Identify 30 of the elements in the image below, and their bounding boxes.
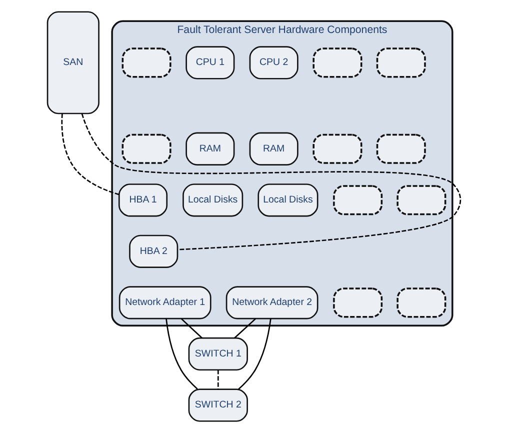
node-box (332, 185, 382, 216)
node-box (121, 48, 171, 78)
node-box (396, 185, 446, 216)
node-box (332, 288, 382, 318)
node-box (312, 48, 362, 78)
node-box: SWITCH 2 (188, 388, 248, 422)
connector (234, 318, 256, 339)
node-box: SAN (46, 11, 99, 114)
node-box: CPU 2 (248, 46, 298, 80)
node-box: RAM (248, 132, 298, 166)
node-box: HBA 2 (128, 234, 178, 268)
connector (80, 114, 460, 250)
node-box (396, 288, 446, 318)
connector (238, 318, 271, 390)
node-box: Network Adapter 2 (225, 286, 318, 320)
node-box: RAM (185, 132, 234, 166)
node-box: Network Adapter 1 (118, 286, 211, 320)
connector (216, 370, 218, 390)
node-box: CPU 1 (185, 46, 234, 80)
connector (180, 318, 202, 339)
node-box: SWITCH 1 (188, 337, 248, 371)
node-box (376, 134, 426, 164)
node-box (312, 134, 362, 164)
node-box (121, 134, 171, 164)
connector (60, 114, 119, 196)
connector (165, 318, 198, 390)
node-box: Local Disks (182, 184, 243, 217)
node-box: HBA 1 (118, 184, 168, 217)
node-box: Local Disks (257, 184, 318, 217)
node-box (376, 48, 426, 78)
